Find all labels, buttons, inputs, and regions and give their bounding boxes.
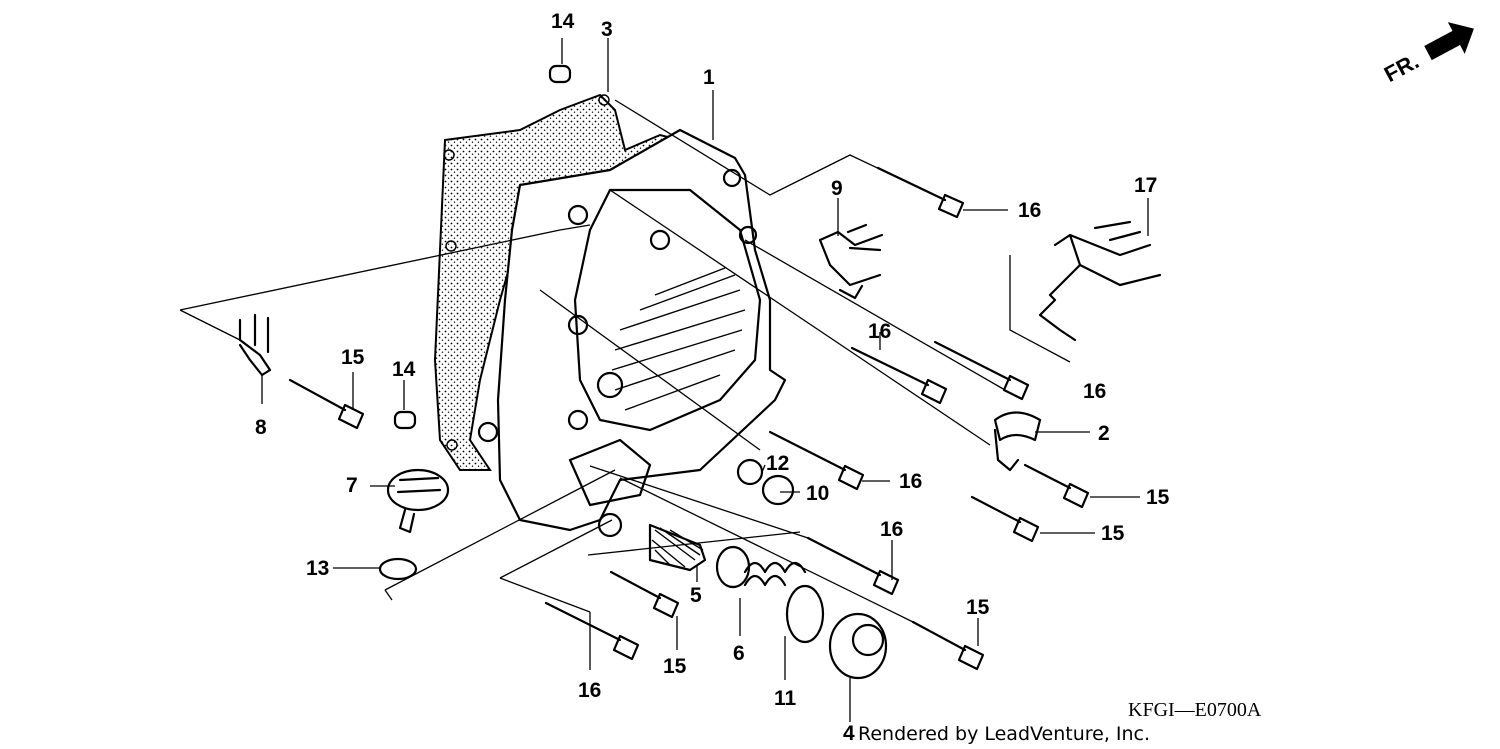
dowel-pin-part-14-top xyxy=(548,64,572,84)
o-ring-part-13 xyxy=(378,557,418,581)
render-credit: Rendered by LeadVenture, Inc. xyxy=(858,723,1150,745)
callout-16-bottom: 16 xyxy=(578,679,601,702)
callout-13: 13 xyxy=(306,557,329,580)
callout-16-center: 16 xyxy=(899,470,922,493)
callout-3: 3 xyxy=(601,18,613,41)
front-direction-indicator: FR. xyxy=(1380,22,1474,87)
spring-part-6 xyxy=(715,545,807,589)
callout-6: 6 xyxy=(733,642,745,665)
callout-1: 1 xyxy=(703,66,715,89)
callout-8: 8 xyxy=(255,416,267,439)
callout-15-right-lower: 15 xyxy=(1101,522,1125,545)
oil-filler-cap-part-7 xyxy=(386,468,450,534)
leader-lines xyxy=(179,38,1149,722)
callout-16-lower: 16 xyxy=(880,518,903,541)
callout-15-right-upper: 15 xyxy=(1146,486,1170,509)
dowel-pin-part-14-left xyxy=(393,410,417,430)
callout-5: 5 xyxy=(690,584,702,607)
clamp-part-2 xyxy=(993,411,1042,472)
callout-16-middle-upper: 16 xyxy=(868,320,891,343)
callout-4: 4 xyxy=(843,722,855,745)
plug-part-10 xyxy=(761,474,795,506)
crankcase-cover-part-1 xyxy=(477,128,787,538)
front-direction-label: FR. xyxy=(1380,48,1423,87)
callout-11: 11 xyxy=(774,687,797,710)
callout-10: 10 xyxy=(806,482,829,505)
seal-part-12 xyxy=(736,458,764,486)
callout-14-left: 14 xyxy=(392,358,416,381)
o-ring-part-11 xyxy=(785,584,825,644)
callout-16-middle-right: 16 xyxy=(1083,380,1106,403)
callout-15-left: 15 xyxy=(341,346,365,369)
callout-7: 7 xyxy=(346,474,358,497)
clamp-part-8 xyxy=(238,313,272,377)
callout-12: 12 xyxy=(766,452,789,475)
drawing-code: KFGI—E0700A xyxy=(1128,699,1262,721)
callout-17: 17 xyxy=(1134,174,1157,197)
callout-9: 9 xyxy=(831,177,843,200)
callout-15-bottom-center: 15 xyxy=(663,655,687,678)
callout-15-bottom-right: 15 xyxy=(966,596,990,619)
clamp-part-9 xyxy=(818,223,884,300)
callout-14-top: 14 xyxy=(551,10,575,33)
callout-16-top: 16 xyxy=(1018,199,1041,222)
bracket-part-17 xyxy=(1038,220,1162,342)
drain-plug-part-4 xyxy=(828,612,888,680)
callout-2: 2 xyxy=(1098,422,1110,445)
